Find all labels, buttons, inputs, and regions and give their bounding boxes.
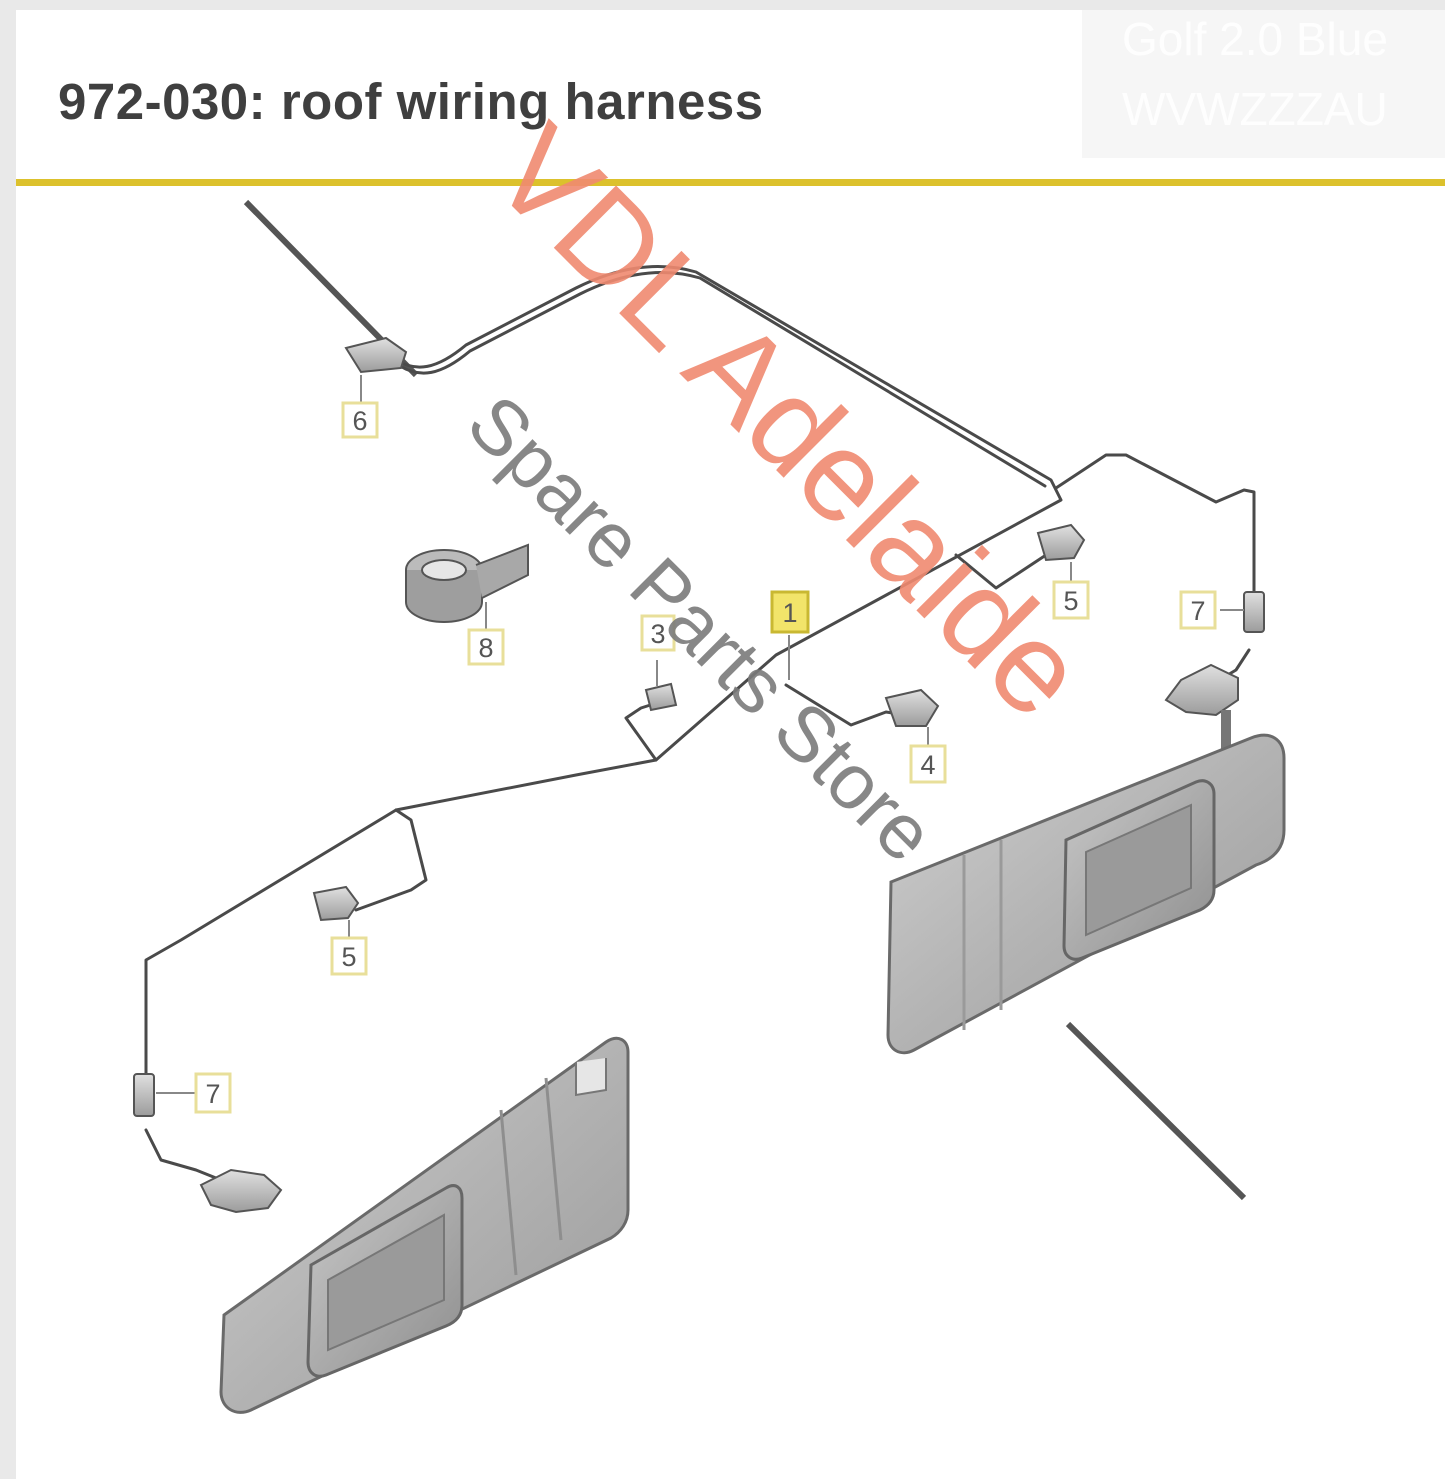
callout-7-left[interactable]: 7 [194,1072,232,1114]
connector-part-7-left [133,1073,155,1117]
vehicle-info-box: Golf 2.0 Blue WVWZZZAU [1082,10,1445,158]
title-divider [16,179,1445,186]
connector-part-6 [344,336,408,374]
clip-part-3 [644,682,678,712]
callout-4[interactable]: 4 [909,744,947,784]
callout-1-label: 1 [782,598,797,628]
vehicle-vin-text: WVWZZZAU [1122,83,1388,135]
callout-5-left-label: 5 [341,942,356,972]
callout-leader-lines [156,375,1244,1094]
callout-3[interactable]: 3 [640,614,676,652]
callout-6[interactable]: 6 [341,401,379,439]
tape-roll-part-8 [405,543,529,623]
connector-part-7-right [1243,591,1265,633]
parts-diagram: 6 8 3 1 5 7 4 5 [133,99,1286,1414]
page-title: 972-030: roof wiring harness [58,73,764,130]
callout-5-right-label: 5 [1063,586,1078,616]
callout-5-left[interactable]: 5 [330,936,368,976]
callout-5-right[interactable]: 5 [1052,580,1090,620]
callout-7-right-label: 7 [1190,596,1205,626]
callout-1[interactable]: 1 [770,590,810,634]
callout-4-label: 4 [920,750,935,780]
sun-visor-left [199,1036,630,1414]
callout-8[interactable]: 8 [467,628,505,666]
callout-7-right[interactable]: 7 [1179,590,1217,630]
callout-7-left-label: 7 [205,1079,220,1109]
connector-part-5-right [1036,523,1086,562]
callout-8-label: 8 [478,633,493,663]
vehicle-model-text: Golf 2.0 Blue [1122,13,1388,65]
connector-part-5-left [312,885,360,922]
diagram-panel: Golf 2.0 Blue WVWZZZAU 972-030: roof wir… [16,10,1445,1479]
callout-3-label: 3 [650,619,665,649]
connector-part-4 [884,688,940,727]
sun-visor-right [886,663,1286,1055]
cut-line-bottom [1065,1021,1247,1201]
callout-6-label: 6 [352,406,367,436]
